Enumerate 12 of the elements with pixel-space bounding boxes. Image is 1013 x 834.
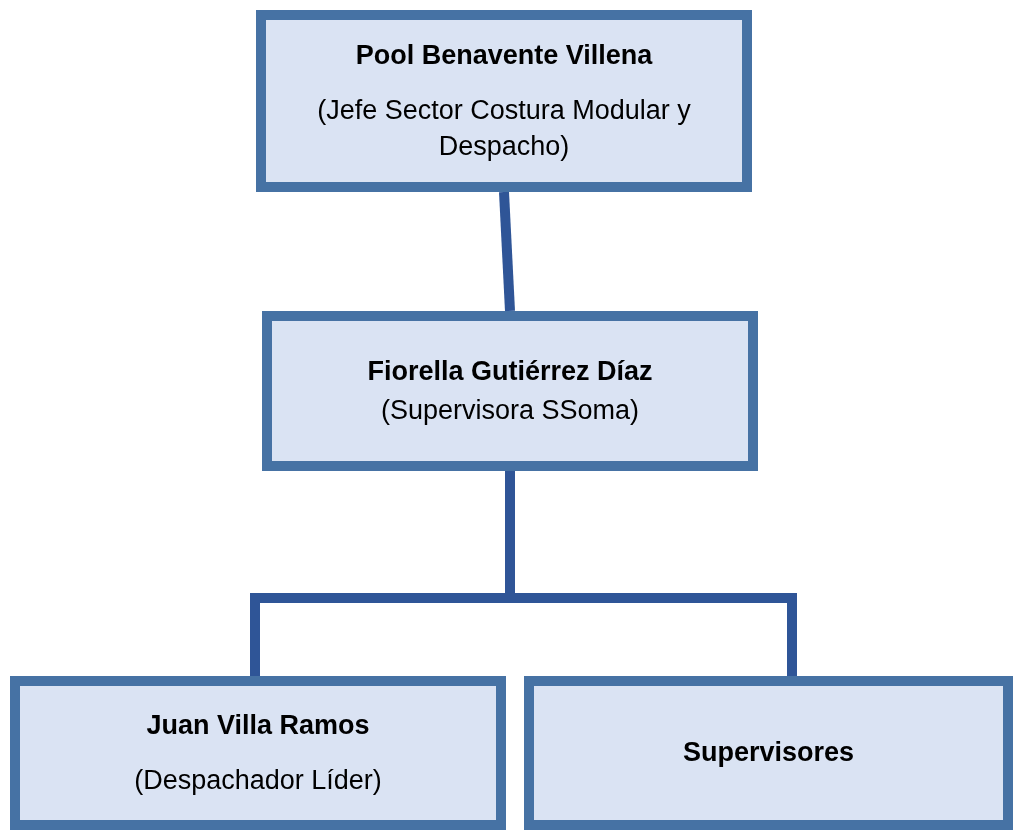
connector-line (499, 191, 515, 312)
person-name: Fiorella Gutiérrez Díaz (367, 354, 653, 388)
person-name: Supervisores (682, 736, 855, 770)
person-name: Pool Benavente Villena (355, 39, 653, 73)
org-box (524, 676, 1013, 830)
person-name: Juan Villa Ramos (146, 708, 370, 742)
job-title: (Jefe Sector Costura Modular y Despacho) (316, 94, 692, 163)
org-box (262, 311, 758, 471)
job-title: (Despachador Líder) (134, 764, 382, 797)
job-title: (Supervisora SSoma) (380, 394, 640, 427)
org-box (10, 676, 506, 830)
org-box (256, 10, 752, 192)
